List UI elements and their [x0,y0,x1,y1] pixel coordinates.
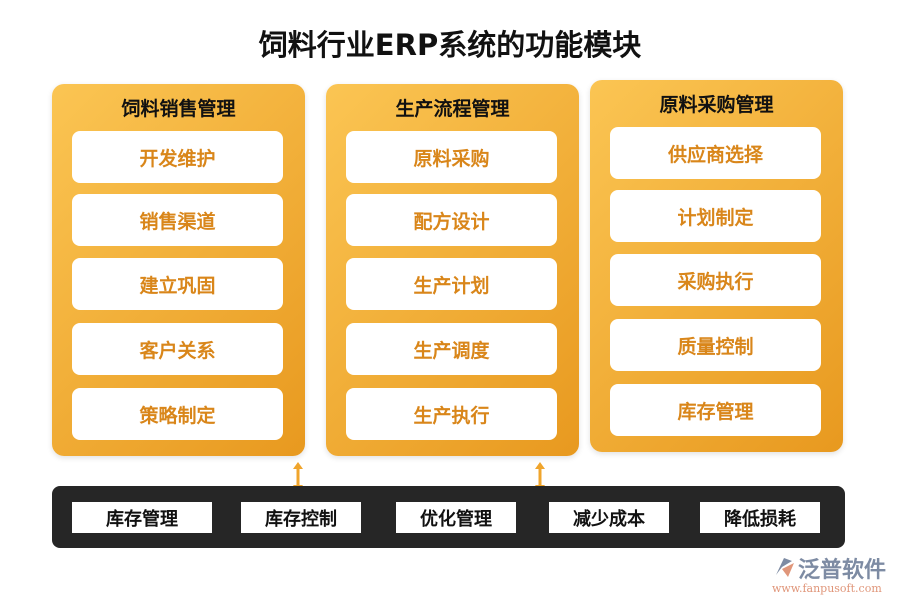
page-title: 饲料行业ERP系统的功能模块 [258,28,642,62]
module-title: 原料采购管理 [659,94,774,116]
module-item: 配方设计 [346,194,557,246]
module-item: 计划制定 [610,190,821,242]
module-item: 生产调度 [346,323,557,375]
double-arrow-icon [293,462,303,492]
module-item: 生产计划 [346,258,557,310]
bar-item: 库存控制 [241,502,361,533]
module-item: 建立巩固 [72,258,283,310]
module-item: 客户关系 [72,323,283,375]
module-item: 供应商选择 [610,127,821,179]
logo-name: 泛普软件 [798,558,887,583]
module-item: 销售渠道 [72,194,283,246]
module-item: 开发维护 [72,131,283,183]
module-item: 生产执行 [346,388,557,440]
module-card-production: 生产流程管理 原料采购 配方设计 生产计划 生产调度 生产执行 [326,84,579,456]
bar-item: 库存管理 [72,502,212,533]
bar-item: 减少成本 [549,502,669,533]
module-item: 质量控制 [610,319,821,371]
double-arrow-icon [535,462,545,492]
logo-icon [776,558,794,577]
bar-item: 降低损耗 [700,502,820,533]
module-item: 原料采购 [346,131,557,183]
module-title: 饲料销售管理 [121,98,236,120]
module-item: 库存管理 [610,384,821,436]
module-card-purchase: 原料采购管理 供应商选择 计划制定 采购执行 质量控制 库存管理 [590,80,843,452]
module-title: 生产流程管理 [395,98,510,120]
module-item: 策略制定 [72,388,283,440]
bottom-bar: 库存管理 库存控制 优化管理 减少成本 降低损耗 [52,486,845,548]
logo-url: www.fanpusoft.com [772,582,882,595]
logo: 泛普软件 www.fanpusoft.com [770,552,895,597]
bar-item: 优化管理 [396,502,516,533]
module-item: 采购执行 [610,254,821,306]
module-card-sales: 饲料销售管理 开发维护 销售渠道 建立巩固 客户关系 策略制定 [52,84,305,456]
